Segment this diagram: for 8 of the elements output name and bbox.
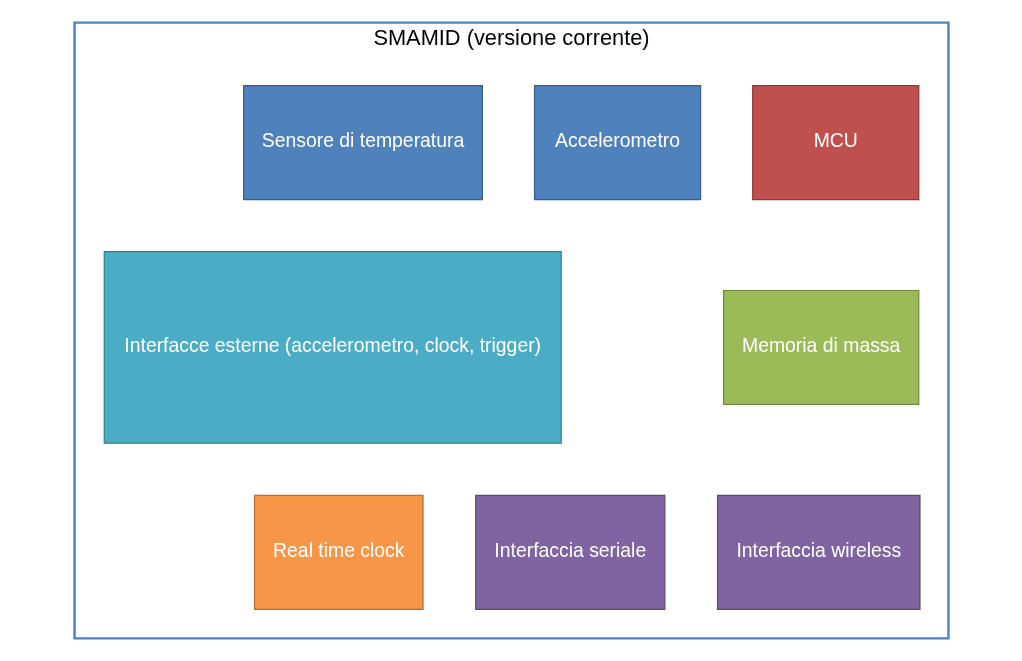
node-box: Real time clock — [253, 494, 424, 610]
node-box: Accelerometro — [533, 85, 701, 201]
node-box: Memoria di massa — [722, 289, 919, 406]
node-box: Interfacce esterne (accelerometro, clock, trigger) — [103, 251, 562, 444]
node-box: Sensore di temperatura — [242, 85, 483, 201]
node-box: Interfaccia wireless — [716, 494, 921, 610]
node-box: Interfaccia seriale — [474, 494, 665, 610]
node-box: MCU — [751, 85, 919, 201]
